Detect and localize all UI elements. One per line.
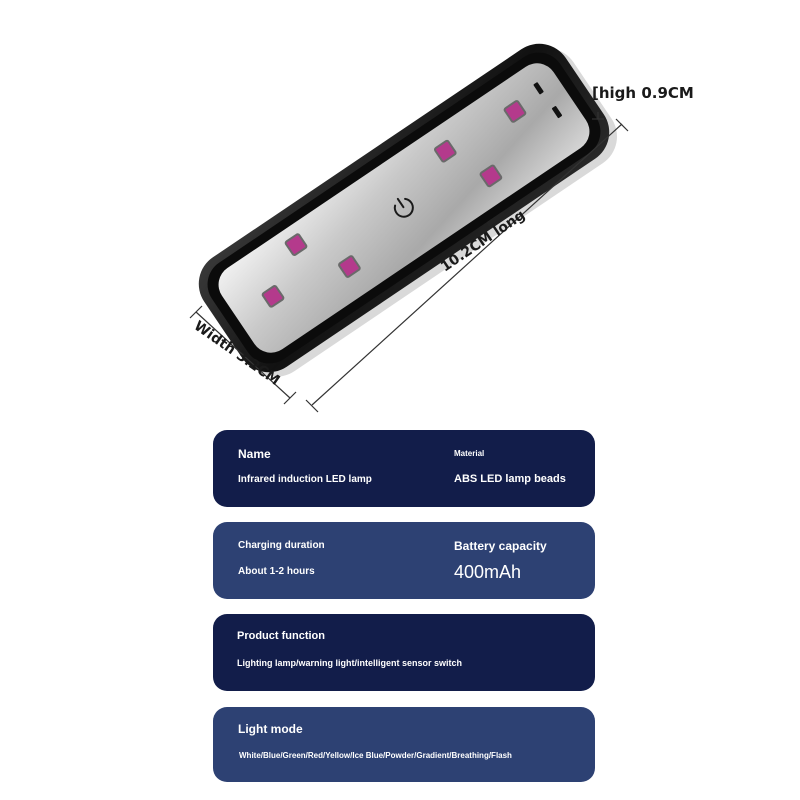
- material-label: Material: [454, 449, 485, 458]
- length-dimension-line: [311, 123, 623, 406]
- power-icon[interactable]: [390, 194, 416, 220]
- lamp-device: [198, 43, 618, 377]
- led-bead: [338, 255, 361, 278]
- charge-port: [486, 212, 505, 226]
- led-bead: [503, 100, 527, 123]
- spec-card-light-mode: Light mode White/Blue/Green/Red/Yellow/I…: [213, 707, 595, 782]
- function-value: Lighting lamp/warning light/intelligent …: [237, 658, 463, 668]
- name-label: Name: [238, 447, 271, 461]
- indicator-slots: [533, 82, 563, 119]
- indicator-slot: [551, 106, 563, 119]
- charging-label: Charging duration: [238, 540, 325, 551]
- height-label: [high 0.9CM: [592, 84, 694, 102]
- led-bead: [284, 233, 308, 256]
- spec-card-name-material: Name Infrared induction LED lamp Materia…: [213, 430, 595, 507]
- dimension-lines: [189, 112, 629, 413]
- led-bead: [479, 164, 503, 188]
- material-value: ABS LED lamp beads: [454, 473, 566, 485]
- spec-card-function: Product function Lighting lamp/warning l…: [213, 614, 595, 691]
- spec-card-charging-battery: Charging duration About 1-2 hours Batter…: [213, 522, 595, 599]
- mode-value: White/Blue/Green/Red/Yellow/Ice Blue/Pow…: [239, 751, 512, 760]
- name-value: Infrared induction LED lamp: [238, 474, 372, 485]
- led-bead: [433, 139, 457, 163]
- indicator-slot: [533, 82, 544, 95]
- width-dimension-line: [195, 311, 291, 399]
- charging-value: About 1-2 hours: [238, 566, 315, 577]
- product-illustration: [189, 43, 629, 413]
- function-label: Product function: [237, 630, 325, 642]
- led-bead: [261, 285, 285, 308]
- battery-value: 400mAh: [454, 562, 522, 582]
- led-beads: [261, 100, 527, 308]
- mode-label: Light mode: [238, 722, 303, 736]
- battery-label: Battery capacity: [454, 539, 547, 553]
